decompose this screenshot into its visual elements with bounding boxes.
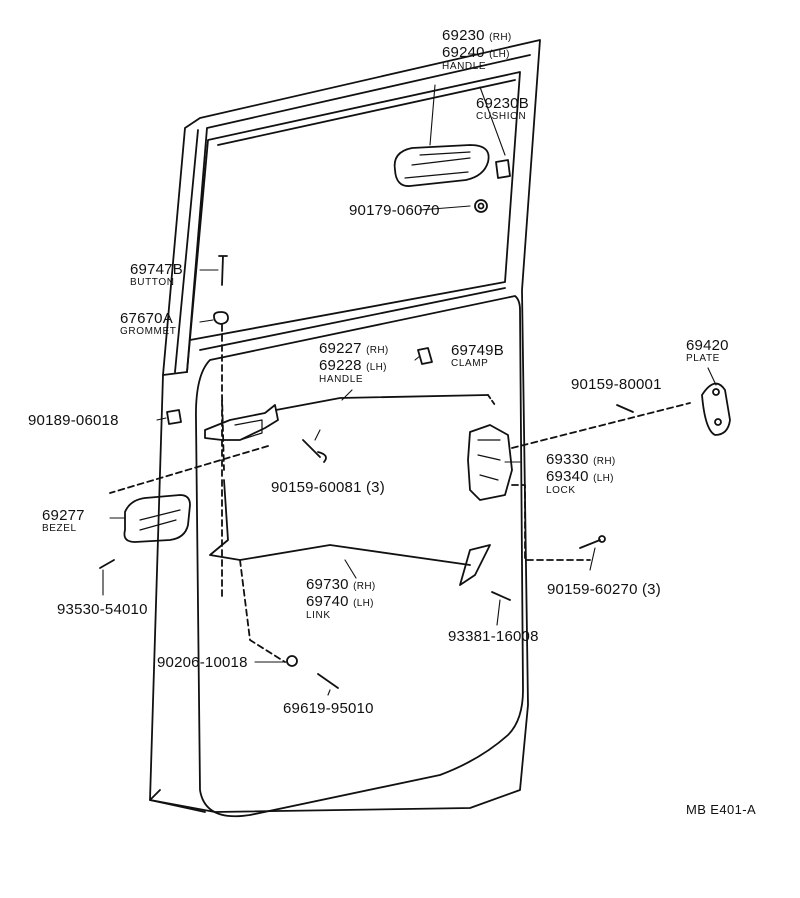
part-name: LOCK	[546, 485, 576, 496]
label-button: 69747B BUTTON	[130, 262, 183, 288]
side-tag: (LH)	[366, 362, 387, 373]
part-name: HANDLE	[319, 374, 364, 385]
nut-shape	[474, 199, 488, 213]
outer-handle-shape	[393, 144, 490, 187]
label-clip-90189: 90189-06018	[28, 412, 119, 429]
grommet-shape	[213, 311, 229, 325]
side-tag: (RH)	[593, 456, 616, 467]
label-screw-93530: 93530-54010	[57, 601, 148, 618]
label-link: 69730 (RH) 69740 (LH) LINK	[306, 577, 375, 621]
bezel-shape	[123, 494, 191, 543]
drawing-code: MB E401-A	[686, 802, 757, 817]
part-number: 67670A	[120, 310, 173, 327]
part-number: 69277	[42, 507, 85, 524]
label-cushion: 69230B CUSHION	[476, 96, 529, 122]
inner-handle-shape	[204, 404, 279, 441]
part-name: HANDLE	[442, 61, 487, 72]
label-clamp: 69749B CLAMP	[451, 343, 504, 369]
part-number: 69230	[442, 27, 485, 44]
side-tag: (LH)	[489, 49, 510, 60]
screw-69619	[317, 673, 339, 689]
plate-shape	[701, 382, 731, 436]
part-name: GROMMET	[120, 326, 177, 337]
part-number: 69747B	[130, 261, 183, 278]
label-lock: 69330 (RH) 69340 (LH) LOCK	[546, 452, 615, 496]
lock-shape	[467, 424, 513, 501]
part-number: 69730	[306, 576, 349, 593]
part-number: 69228	[319, 357, 362, 374]
part-number: 69749B	[451, 342, 504, 359]
part-name: LINK	[306, 610, 331, 621]
side-tag: (RH)	[366, 345, 389, 356]
label-screw-93381: 93381-16008	[448, 628, 539, 645]
part-number: 69340	[546, 468, 589, 485]
label-plate: 69420 PLATE	[686, 338, 729, 364]
link-rod	[209, 479, 471, 566]
screw-60270	[579, 539, 601, 549]
screw-93530	[99, 559, 115, 569]
label-bolt-90179: 90179-06070	[349, 202, 440, 219]
side-tag: (LH)	[593, 473, 614, 484]
label-washer-90206: 90206-10018	[157, 654, 248, 671]
side-tag: (LH)	[353, 598, 374, 609]
label-handle-outer: 69230 (RH) 69240 (LH) HANDLE	[442, 28, 511, 72]
screw-60081	[302, 439, 327, 463]
part-name: PLATE	[686, 353, 720, 364]
part-name: BEZEL	[42, 523, 77, 534]
inner-panel	[195, 295, 524, 818]
inner-handle-rod	[275, 394, 489, 411]
label-screw-80001: 90159-80001	[571, 376, 662, 393]
label-handle-inner: 69227 (RH) 69228 (LH) HANDLE	[319, 341, 388, 385]
part-number: 69420	[686, 337, 729, 354]
leader-lines	[102, 84, 717, 696]
part-number: 69230B	[476, 95, 529, 112]
button-rod	[218, 255, 228, 286]
part-number: 69240	[442, 44, 485, 61]
label-screw-60270: 90159-60270 (3)	[547, 581, 661, 598]
clamp-shape	[417, 347, 433, 365]
part-number: 69740	[306, 593, 349, 610]
side-tag: (RH)	[489, 32, 512, 43]
door-frame-inner	[162, 54, 531, 376]
label-screw-60081: 90159-60081 (3)	[271, 479, 385, 496]
part-number: 69330	[546, 451, 589, 468]
part-name: BUTTON	[130, 277, 175, 288]
cushion-shape	[495, 159, 511, 179]
side-tag: (RH)	[353, 581, 376, 592]
window-opening	[186, 71, 521, 373]
label-screw-69619: 69619-95010	[283, 700, 374, 717]
door-frame-outer	[149, 39, 541, 813]
screw-80001	[616, 404, 634, 413]
screw-93381	[491, 591, 511, 601]
part-number: 69227	[319, 340, 362, 357]
part-name: CUSHION	[476, 111, 527, 122]
part-name: CLAMP	[451, 358, 489, 369]
washer-shape	[286, 655, 298, 667]
label-grommet: 67670A GROMMET	[120, 311, 176, 337]
label-bezel: 69277 BEZEL	[42, 508, 85, 534]
clip-shape	[166, 409, 182, 425]
